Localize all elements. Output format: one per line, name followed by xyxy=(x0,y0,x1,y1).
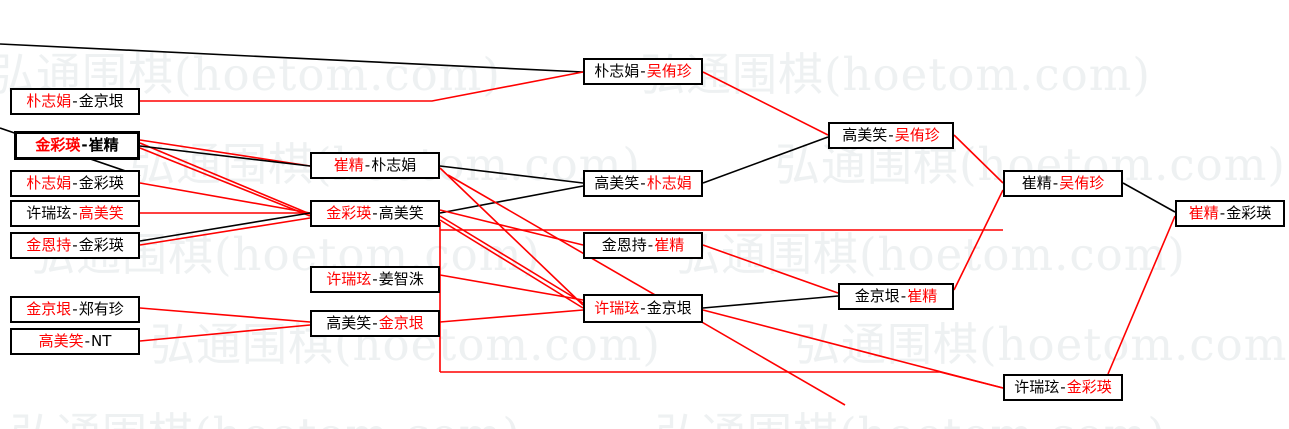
player-left: 朴志娟 xyxy=(594,62,640,80)
match-box[interactable]: 金彩瑛-崔精 xyxy=(14,131,140,160)
player-left: 金恩持 xyxy=(601,236,647,254)
match-box[interactable]: 金京垠-崔精 xyxy=(838,283,954,310)
match-separator: - xyxy=(81,136,88,154)
player-right: 崔精 xyxy=(88,136,119,154)
player-left: 许瑞玹 xyxy=(326,270,372,288)
match-box[interactable]: 金彩瑛-高美笑 xyxy=(310,200,440,227)
match-separator: - xyxy=(72,174,78,192)
match-separator: - xyxy=(72,236,78,254)
player-right: 吴侑珍 xyxy=(894,126,940,144)
player-left: 高美笑 xyxy=(38,332,84,350)
match-separator: - xyxy=(640,299,646,317)
player-right: 金彩瑛 xyxy=(1066,378,1112,396)
match-box[interactable]: 朴志娟-吴侑珍 xyxy=(583,58,703,85)
player-left: 朴志娟 xyxy=(26,174,72,192)
match-box[interactable]: 金恩持-崔精 xyxy=(583,232,703,259)
match-separator: - xyxy=(647,236,654,254)
player-left: 崔精 xyxy=(333,156,364,174)
player-right: 吴侑珍 xyxy=(1059,174,1105,192)
match-box[interactable]: 金恩持-金彩瑛 xyxy=(10,232,140,259)
match-box[interactable]: 崔精-金彩瑛 xyxy=(1175,200,1285,227)
player-right: 金京垠 xyxy=(646,299,692,317)
player-right: 崔精 xyxy=(907,287,938,305)
player-right: 崔精 xyxy=(654,236,685,254)
player-right: 吴侑珍 xyxy=(646,62,692,80)
player-right: 朴志娟 xyxy=(371,156,417,174)
match-separator: - xyxy=(72,204,78,222)
match-box[interactable]: 崔精-朴志娟 xyxy=(310,152,440,179)
player-right: 金京垠 xyxy=(378,314,424,332)
match-box[interactable]: 高美笑-朴志娟 xyxy=(583,170,703,197)
match-separator: - xyxy=(84,332,91,350)
match-box[interactable]: 许瑞玹-金彩瑛 xyxy=(1003,374,1123,401)
match-box[interactable]: 许瑞玹-姜智洙 xyxy=(310,266,440,293)
match-separator: - xyxy=(1052,174,1059,192)
match-separator: - xyxy=(372,314,378,332)
match-separator: - xyxy=(888,126,894,144)
match-box[interactable]: 高美笑-NT xyxy=(10,328,140,355)
player-left: 金彩瑛 xyxy=(326,204,372,222)
match-box[interactable]: 高美笑-吴侑珍 xyxy=(828,122,954,149)
player-left: 高美笑 xyxy=(842,126,888,144)
match-separator: - xyxy=(72,300,78,318)
match-box[interactable]: 朴志娟-金彩瑛 xyxy=(10,170,140,197)
player-right: 高美笑 xyxy=(78,204,124,222)
match-separator: - xyxy=(1219,204,1226,222)
player-left: 高美笑 xyxy=(326,314,372,332)
player-left: 金京垠 xyxy=(854,287,900,305)
match-separator: - xyxy=(640,62,646,80)
player-left: 崔精 xyxy=(1188,204,1219,222)
match-box[interactable]: 崔精-吴侑珍 xyxy=(1003,170,1123,197)
match-box[interactable]: 许瑞玹-高美笑 xyxy=(10,200,140,227)
player-right: 金彩瑛 xyxy=(78,236,124,254)
player-right: 金彩瑛 xyxy=(1226,204,1272,222)
match-separator: - xyxy=(640,174,646,192)
match-separator: - xyxy=(72,92,78,110)
player-right: 姜智洙 xyxy=(378,270,424,288)
player-left: 许瑞玹 xyxy=(1014,378,1060,396)
match-separator: - xyxy=(372,204,378,222)
player-right: 朴志娟 xyxy=(646,174,692,192)
player-left: 许瑞玹 xyxy=(26,204,72,222)
match-separator: - xyxy=(1060,378,1066,396)
player-right: NT xyxy=(91,332,112,350)
match-box[interactable]: 许瑞玹-金京垠 xyxy=(583,294,703,323)
player-left: 崔精 xyxy=(1021,174,1052,192)
player-right: 郑有珍 xyxy=(78,300,124,318)
player-left: 许瑞玹 xyxy=(594,299,640,317)
match-box[interactable]: 高美笑-金京垠 xyxy=(310,310,440,337)
player-left: 金彩瑛 xyxy=(35,136,81,154)
player-right: 金彩瑛 xyxy=(78,174,124,192)
match-box[interactable]: 金京垠-郑有珍 xyxy=(10,296,140,323)
match-box[interactable]: 朴志娟-金京垠 xyxy=(10,88,140,115)
player-left: 朴志娟 xyxy=(26,92,72,110)
match-separator: - xyxy=(364,156,371,174)
match-separator: - xyxy=(900,287,907,305)
player-left: 高美笑 xyxy=(594,174,640,192)
player-right: 高美笑 xyxy=(378,204,424,222)
player-left: 金京垠 xyxy=(26,300,72,318)
player-right: 金京垠 xyxy=(78,92,124,110)
match-separator: - xyxy=(372,270,378,288)
player-left: 金恩持 xyxy=(26,236,72,254)
